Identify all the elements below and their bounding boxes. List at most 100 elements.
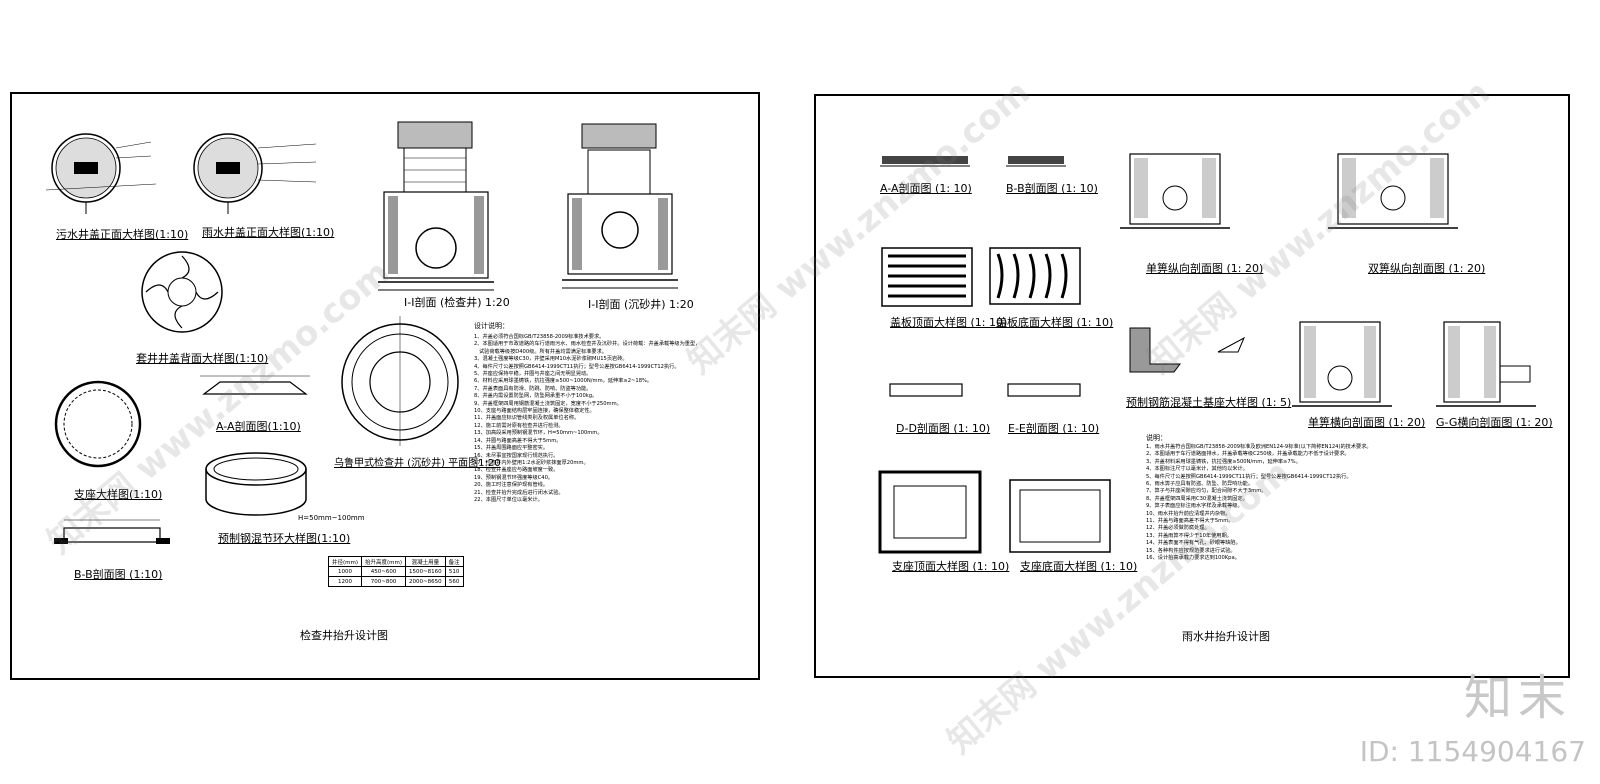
left-sheet-title: 检查井抬升设计图 (300, 629, 388, 642)
note-line: 3、井盖材料采用球墨铸铁，抗拉强度≥500N/mm，延伸率≥7%。 (1146, 458, 1301, 465)
table-cell: 1000 (327, 566, 363, 577)
rain-bb-label: B-B剖面图 (1: 10) (1006, 182, 1098, 195)
check-well-section-drawing (378, 121, 494, 291)
rain-bb-section-drawing (1006, 156, 1066, 167)
gg-section-drawing (1436, 321, 1536, 407)
plan-label: 乌鲁甲式检查井 (沉砂井) 平面图1:20 (334, 458, 501, 469)
spec-table: 井径(mm) 抬升高度(mm) 混凝土用量 备注 1000 450~600 15… (327, 556, 464, 587)
note-line: 1、雨水井盖符合国标GB/T23858-2009标准及欧洲EN124-9标准(以… (1146, 444, 1372, 450)
note-line: 17、检查井内外壁用1:2水泥砂浆抹面厚20mm。 (474, 459, 589, 466)
support-bottom-drawing (1009, 479, 1111, 553)
note-line: 试验荷载等级按D400级。所有井盖均需满足标准要求。 (474, 348, 607, 355)
support-label: 支座大样图(1:10) (74, 488, 163, 501)
note-line: 4、本图标注尺寸以毫米计，其他均以米计。 (1146, 466, 1248, 473)
note-line: 8、井盖框架四周采用C30混凝土浇筑固定。 (1146, 495, 1248, 502)
sewer-cover-drawing (45, 133, 157, 214)
ring-drawing (205, 452, 307, 516)
rain-cover-label: 雨水井盖正面大样图(1:10) (202, 226, 335, 239)
note-line: 5、井座应保持平稳，井圈与井座之间无明显晃动。 (474, 371, 592, 378)
note-line: 14、井圈与路面高差不得大于5mm。 (474, 437, 562, 444)
note-line: 16、未尽事宜按国家现行规范执行。 (474, 452, 559, 459)
note-line: 11、井盖与路面高差不得大于5mm。 (1146, 518, 1234, 525)
note-line: 12、施工前需对原有检查井进行检测。 (474, 422, 564, 429)
single-long-section-drawing (1120, 153, 1230, 229)
check-well-section-label: I-I剖面 (检查井) 1:20 (404, 296, 510, 309)
sewer-cover-label: 污水井盖正面大样图(1:10) (56, 228, 189, 241)
table-cell: 1500~8160 (405, 566, 446, 577)
table-header: 混凝土用量 (405, 556, 446, 567)
note-line: 4、每件尺寸公差按照GB6414-1999CT11执行；型号公差按GB6414-… (474, 363, 680, 370)
table-cell: 560 (444, 576, 464, 587)
single-long-label: 单箅纵向剖面图 (1: 20) (1146, 262, 1264, 275)
precast-base-drawing (1129, 327, 1246, 373)
table-row: 1200 700~800 2000~8650 560 (327, 576, 464, 587)
double-long-label: 双箅纵向剖面图 (1: 20) (1368, 262, 1486, 275)
note-line: 7、井盖表面具有防滑、防跳、防响、防盗等功能。 (474, 385, 592, 392)
left-notes-title: 设计说明： (474, 322, 509, 330)
note-line: 9、井盖框架四周用钢筋混凝土浇筑固定，宽度不小于250mm。 (474, 400, 622, 407)
note-line: 22、本图尺寸单位以毫米计。 (474, 496, 543, 503)
table-header: 井径(mm) (327, 556, 363, 567)
cover-top-drawing (881, 247, 973, 307)
note-line: 15、各种构件应按规范要求进行试验。 (1146, 547, 1236, 554)
table-cell: 700~800 (361, 576, 407, 587)
table-row: 1000 450~600 1500~8160 510 (327, 566, 464, 577)
aa-section-label: A-A剖面图(1:10) (216, 420, 301, 433)
note-line: 18、检查井盖座应与路面坡度一致。 (474, 467, 559, 474)
plan-drawing (341, 316, 459, 446)
single-cross-label: 单箅横向剖面图 (1: 20) (1308, 416, 1426, 429)
note-line: 21、检查井抬升完成后进行闭水试验。 (474, 489, 564, 496)
ee-label: E-E剖面图 (1: 10) (1008, 422, 1100, 435)
note-line: 2、本图适用于市政道路的车行道雨污水、雨水检查井及沉砂井。设计荷载：井盖承载等级… (474, 341, 701, 348)
cover-top-label: 盖板顶面大样图 (1: 10) (890, 316, 1008, 329)
note-line: 10、雨水井抬升前应清理井内杂物。 (1146, 510, 1231, 517)
note-line: 1、井盖必须符合国标GB/T23858-2009标准技术要求。 (474, 334, 605, 340)
note-line: 2、本图适用于车行道路面排水，井盖承载等级C250级，井盖承载能力不低于设计要求… (1146, 451, 1350, 458)
cover-bottom-label: 盖板底面大样图 (1: 10) (996, 316, 1114, 329)
gg-label: G-G横向剖面图 (1: 20) (1436, 416, 1553, 429)
dd-label: D-D剖面图 (1: 10) (896, 422, 991, 435)
rain-cover-drawing (193, 133, 317, 214)
right-notes-title: 说明： (1146, 434, 1167, 442)
table-header-row: 井径(mm) 抬升高度(mm) 混凝土用量 备注 (327, 556, 464, 567)
table-header: 备注 (444, 556, 464, 567)
right-sheet-title: 雨水井抬升设计图 (1182, 630, 1270, 643)
table-cell: 450~600 (361, 566, 407, 577)
brand-logo-text: 知末 (1463, 670, 1572, 726)
bb-section-drawing (54, 519, 170, 544)
support-top-label: 支座顶面大样图 (1: 10) (892, 560, 1010, 573)
cover-bottom-drawing (989, 247, 1081, 305)
single-cross-section-drawing (1292, 321, 1392, 407)
note-line: 11、井盖面应标识管线类别及权属单位名称。 (474, 415, 580, 422)
note-line: 15、井盖周围路面应平整密实。 (474, 445, 549, 452)
left-notes: 1、井盖必须符合国标GB/T23858-2009标准技术要求。2、本图适用于市政… (474, 334, 700, 504)
support-bottom-label: 支座底面大样图 (1: 10) (1020, 560, 1138, 573)
note-line: 19、预制钢混节环强度等级C40。 (474, 474, 554, 481)
note-line: 14、井盖表面不得有气孔、砂眼等缺陷。 (1146, 540, 1241, 547)
ring-label: 预制钢混节环大样图(1:10) (218, 532, 351, 545)
note-line: 3、混凝土强度等级C30，井壁采用M10水泥砂浆砌MU15页岩砖。 (474, 356, 628, 363)
note-line: 16、设计抬高承载力要求达到100Kpa。 (1146, 555, 1240, 562)
precast-base-label: 预制钢筋混凝土基座大样图 (1: 5) (1126, 396, 1292, 409)
table-cell: 1200 (327, 576, 363, 587)
note-line: 9、箅子表面应标注雨水字样及承载等级。 (1146, 503, 1243, 510)
note-line: 12、井盖必须做防腐处理。 (1146, 525, 1210, 532)
back-cover-drawing (141, 251, 223, 333)
ring-height-note: H=50mm~100mm (298, 514, 365, 522)
dd-section-drawing (889, 383, 963, 397)
sand-well-section-drawing (562, 123, 678, 289)
right-drawing-sheet: A-A剖面图 (1: 10) B-B剖面图 (1: 10) 单箅纵向剖面图 (1… (814, 94, 1570, 678)
ee-section-drawing (1007, 383, 1081, 397)
rain-aa-label: A-A剖面图 (1: 10) (880, 182, 972, 195)
brand-id: ID: 1154904167 (1359, 735, 1586, 768)
note-line: 13、加高段采用预制钢混节环，H=50mm~100mm。 (474, 430, 603, 437)
note-line: 13、井盖雨箅不得少于10年使用期。 (1146, 532, 1232, 539)
note-line: 7、箅子与井座间隙应均匀，配合间隙不大于3mm。 (1146, 488, 1267, 495)
aa-section-drawing (200, 375, 310, 395)
note-line: 20、施工时注意保护现有管线。 (474, 482, 549, 489)
double-long-section-drawing (1328, 153, 1458, 229)
bb-section-label: B-B剖面图 (1:10) (74, 568, 163, 581)
table-cell: 2000~8650 (405, 576, 446, 587)
left-drawing-sheet: 污水井盖正面大样图(1:10) 雨水井盖正面大样图(1:10) 套井井盖背面大样… (10, 92, 760, 680)
table-header: 抬升高度(mm) (361, 556, 407, 567)
